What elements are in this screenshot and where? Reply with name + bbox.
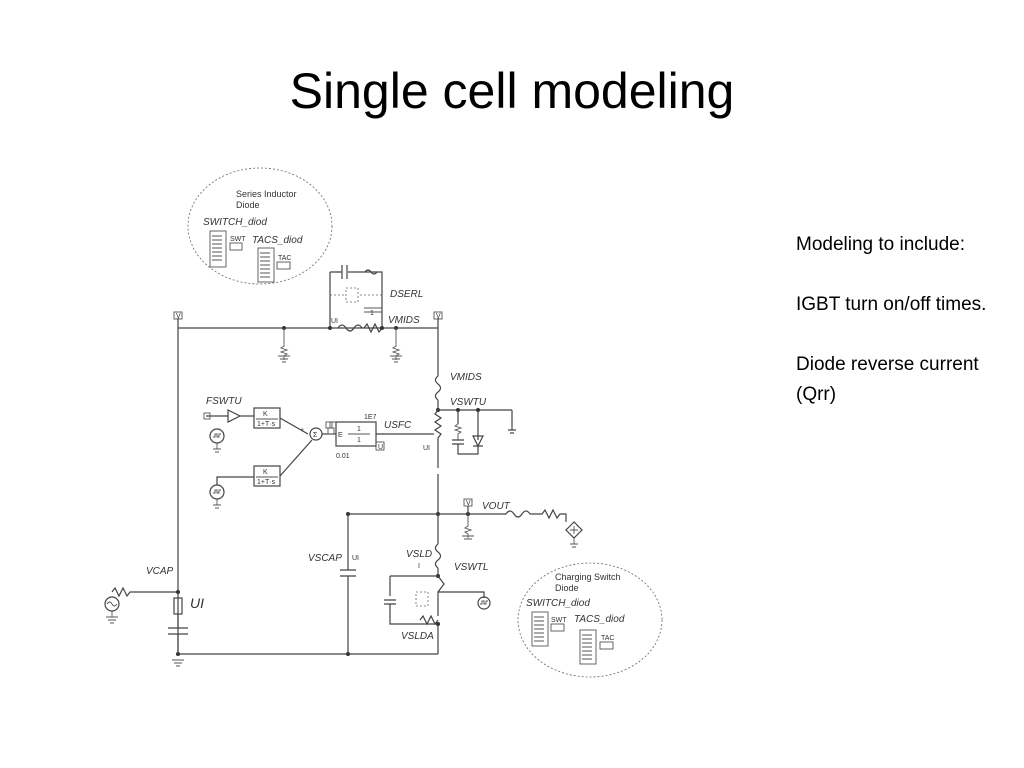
top-bubble: Series Inductor Diode SWITCH_diod TACS_d… xyxy=(187,167,333,285)
top-switch-label: SWITCH_diod xyxy=(203,217,267,228)
probe-v-vout xyxy=(463,498,473,507)
snubber-capacitor xyxy=(341,265,348,279)
label-ui-vscap: UI xyxy=(352,555,359,562)
note-modeling: Modeling to include: xyxy=(796,234,965,255)
label-vscap: VSCAP xyxy=(308,553,342,564)
sum-plus: + xyxy=(300,427,304,434)
label-vmids-top: VMIDS xyxy=(388,315,420,326)
gain-e: E xyxy=(338,432,343,439)
label-usfc: USFC xyxy=(384,420,412,431)
label-ui-upper: UI xyxy=(423,445,430,452)
ground-resistor-1 xyxy=(278,328,290,363)
probe-v-left-text: V xyxy=(176,313,181,320)
bottom-swt-text: SWT xyxy=(551,617,567,624)
upper-diode xyxy=(472,435,484,448)
bottom-bubble-line2: Diode xyxy=(555,583,579,593)
bottom-tacs-block xyxy=(579,629,597,665)
bottom-switch-block xyxy=(531,611,549,647)
top-tacs-block xyxy=(257,247,275,283)
probe-v-right-text: V xyxy=(436,313,441,320)
label-ui-series: UI xyxy=(331,318,338,325)
lower-snubber xyxy=(384,575,438,625)
gain-one-bottom: 1 xyxy=(357,437,361,444)
label-vmids-mid: VMIDS xyxy=(450,372,482,383)
tf1-k: K xyxy=(263,411,268,418)
bottom-bubble: Charging Switch Diode SWITCH_diod TACS_d… xyxy=(517,562,663,678)
vsld-inductor xyxy=(434,543,442,569)
label-dserl: DSERL xyxy=(390,289,423,300)
label-i-vsld: I xyxy=(418,563,420,570)
bottom-tacs-label: TACS_diod xyxy=(574,614,625,625)
slide-title: Single cell modeling xyxy=(289,63,735,119)
bottom-switch-label: SWITCH_diod xyxy=(526,598,590,609)
note-diode: Diode reverse current (Qrr) xyxy=(796,354,979,405)
probe-v-right xyxy=(433,311,443,320)
upper-snubber-capacitor xyxy=(452,439,464,445)
top-switch-block xyxy=(209,230,227,268)
label-vswtl: VSWTL xyxy=(454,562,488,573)
label-1e7: 1E7 xyxy=(364,414,377,421)
bottom-swt-box xyxy=(550,623,565,632)
probe-v-vout-text: V xyxy=(466,500,471,507)
top-bubble-line1: Series Inductor xyxy=(236,189,297,199)
gain-one-top: 1 xyxy=(357,426,361,433)
label-vcap: VCAP xyxy=(146,566,174,577)
bottom-tac-box xyxy=(599,641,614,650)
upper-switch xyxy=(433,409,443,468)
label-vslda: VSLDA xyxy=(401,631,434,642)
bottom-tac-text: TAC xyxy=(601,635,614,642)
label-vout: VOUT xyxy=(482,501,511,512)
notes-panel: Modeling to include: IGBT turn on/off ti… xyxy=(796,230,996,440)
label-001: 0.01 xyxy=(336,453,350,460)
series-inductor xyxy=(337,324,363,332)
usfc-indicator-text: U xyxy=(378,444,383,451)
control-buffer xyxy=(227,409,242,423)
label-fswtu: FSWTU xyxy=(206,396,242,407)
note-igbt: IGBT turn on/off times. xyxy=(796,294,987,315)
label-one-dserl: 1 xyxy=(370,310,374,317)
tf2-k: K xyxy=(263,469,268,476)
label-vswtu: VSWTU xyxy=(450,397,487,408)
label-ui-vcap: UI xyxy=(190,595,204,611)
gate-source-lower xyxy=(477,596,491,610)
tf2-den: 1+T·s xyxy=(257,479,276,486)
bottom-bubble-line1: Charging Switch xyxy=(555,572,621,582)
top-tacs-label: TACS_diod xyxy=(252,235,303,246)
sum-sigma: Σ xyxy=(313,432,318,439)
top-tac-text: TAC xyxy=(278,255,291,262)
main-capacitor xyxy=(168,614,188,654)
top-swt-text: SWT xyxy=(230,236,246,243)
top-bubble-line2: Diode xyxy=(236,200,260,210)
top-swt-box xyxy=(229,242,243,251)
dserl-diode xyxy=(345,287,359,303)
vmids-inductor xyxy=(434,375,442,401)
top-tac-box xyxy=(276,261,291,270)
vscap-capacitor xyxy=(340,514,356,654)
series-inductor-branch: DSERL 1 UI VMIDS xyxy=(329,265,423,334)
ground-resistor-2 xyxy=(390,328,402,363)
vslda-diode xyxy=(415,591,429,607)
vcap-resistor xyxy=(111,586,178,598)
vout-load xyxy=(505,508,567,522)
tf1-den: 1+T·s xyxy=(257,421,276,428)
label-vsld: VSLD xyxy=(406,549,432,560)
vout-ground-resistor xyxy=(462,514,474,540)
probe-v-left xyxy=(173,311,183,320)
lower-switch xyxy=(437,575,445,616)
usfc-indicator xyxy=(375,441,385,451)
